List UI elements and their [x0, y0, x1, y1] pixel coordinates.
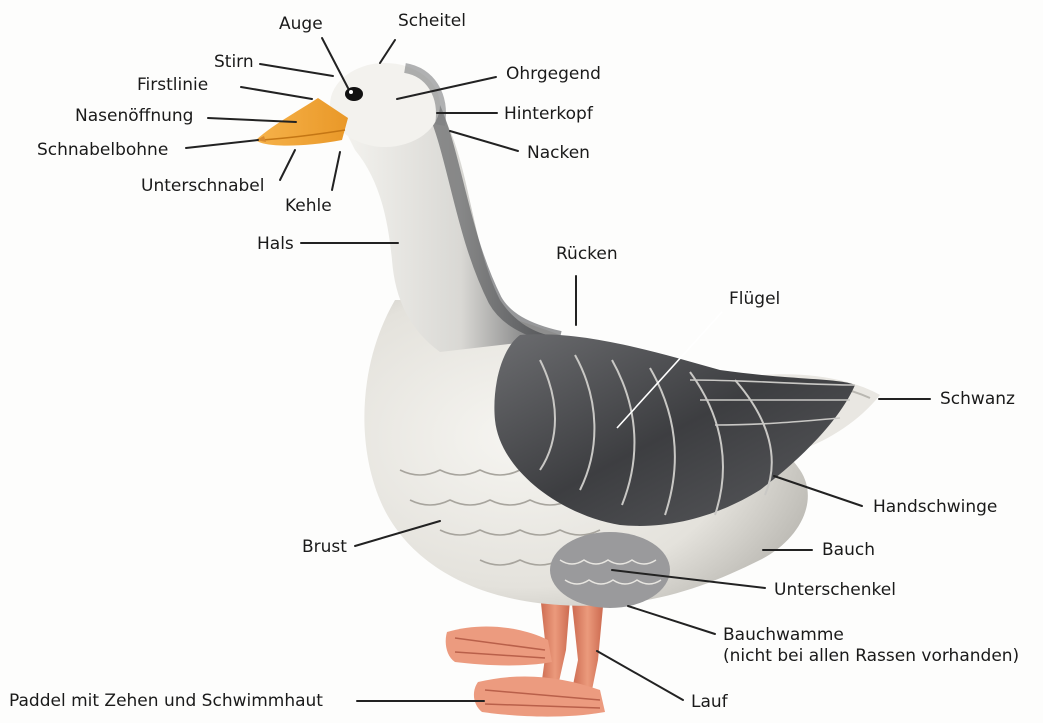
leader-nacken [450, 131, 518, 151]
label-unterschenkel: Unterschenkel [774, 580, 896, 600]
head [256, 63, 441, 147]
label-bauch: Bauch [822, 540, 875, 560]
label-bauchwamme-note: (nicht bei allen Rassen vorhanden) [723, 646, 1019, 667]
label-ohrgegend: Ohrgegend [506, 64, 601, 84]
label-schnabelbohne: Schnabelbohne [37, 140, 168, 160]
leader-nasenoeffnung [208, 118, 296, 122]
leader-firstlinie [241, 87, 312, 99]
label-stirn: Stirn [214, 52, 254, 72]
leader-stirn [260, 64, 333, 76]
label-handschwinge: Handschwinge [873, 497, 997, 517]
label-nasenoeffnung: Nasenöffnung [75, 106, 193, 126]
leader-schnabelbohne [186, 140, 258, 148]
label-hinterkopf: Hinterkopf [504, 104, 593, 124]
leader-kehle [332, 152, 340, 190]
leader-scheitel [380, 40, 395, 63]
label-ruecken: Rücken [556, 244, 618, 264]
label-schwanz: Schwanz [940, 389, 1015, 409]
label-firstlinie: Firstlinie [137, 75, 208, 95]
label-kehle: Kehle [285, 196, 332, 216]
leader-lauf [597, 651, 683, 700]
label-scheitel: Scheitel [398, 11, 466, 31]
label-unterschnabel: Unterschnabel [141, 176, 264, 196]
label-nacken: Nacken [527, 143, 590, 163]
label-paddel: Paddel mit Zehen und Schwimmhaut [9, 691, 323, 711]
label-bauchwamme: Bauchwamme [723, 625, 844, 646]
leader-bauchwamme [628, 606, 715, 634]
label-fluegel: Flügel [729, 289, 780, 309]
leader-auge [322, 38, 348, 88]
label-auge: Auge [279, 14, 323, 34]
leader-unterschnabel [280, 150, 295, 180]
label-hals: Hals [257, 234, 294, 254]
label-lauf: Lauf [691, 692, 728, 712]
label-brust: Brust [302, 537, 347, 557]
